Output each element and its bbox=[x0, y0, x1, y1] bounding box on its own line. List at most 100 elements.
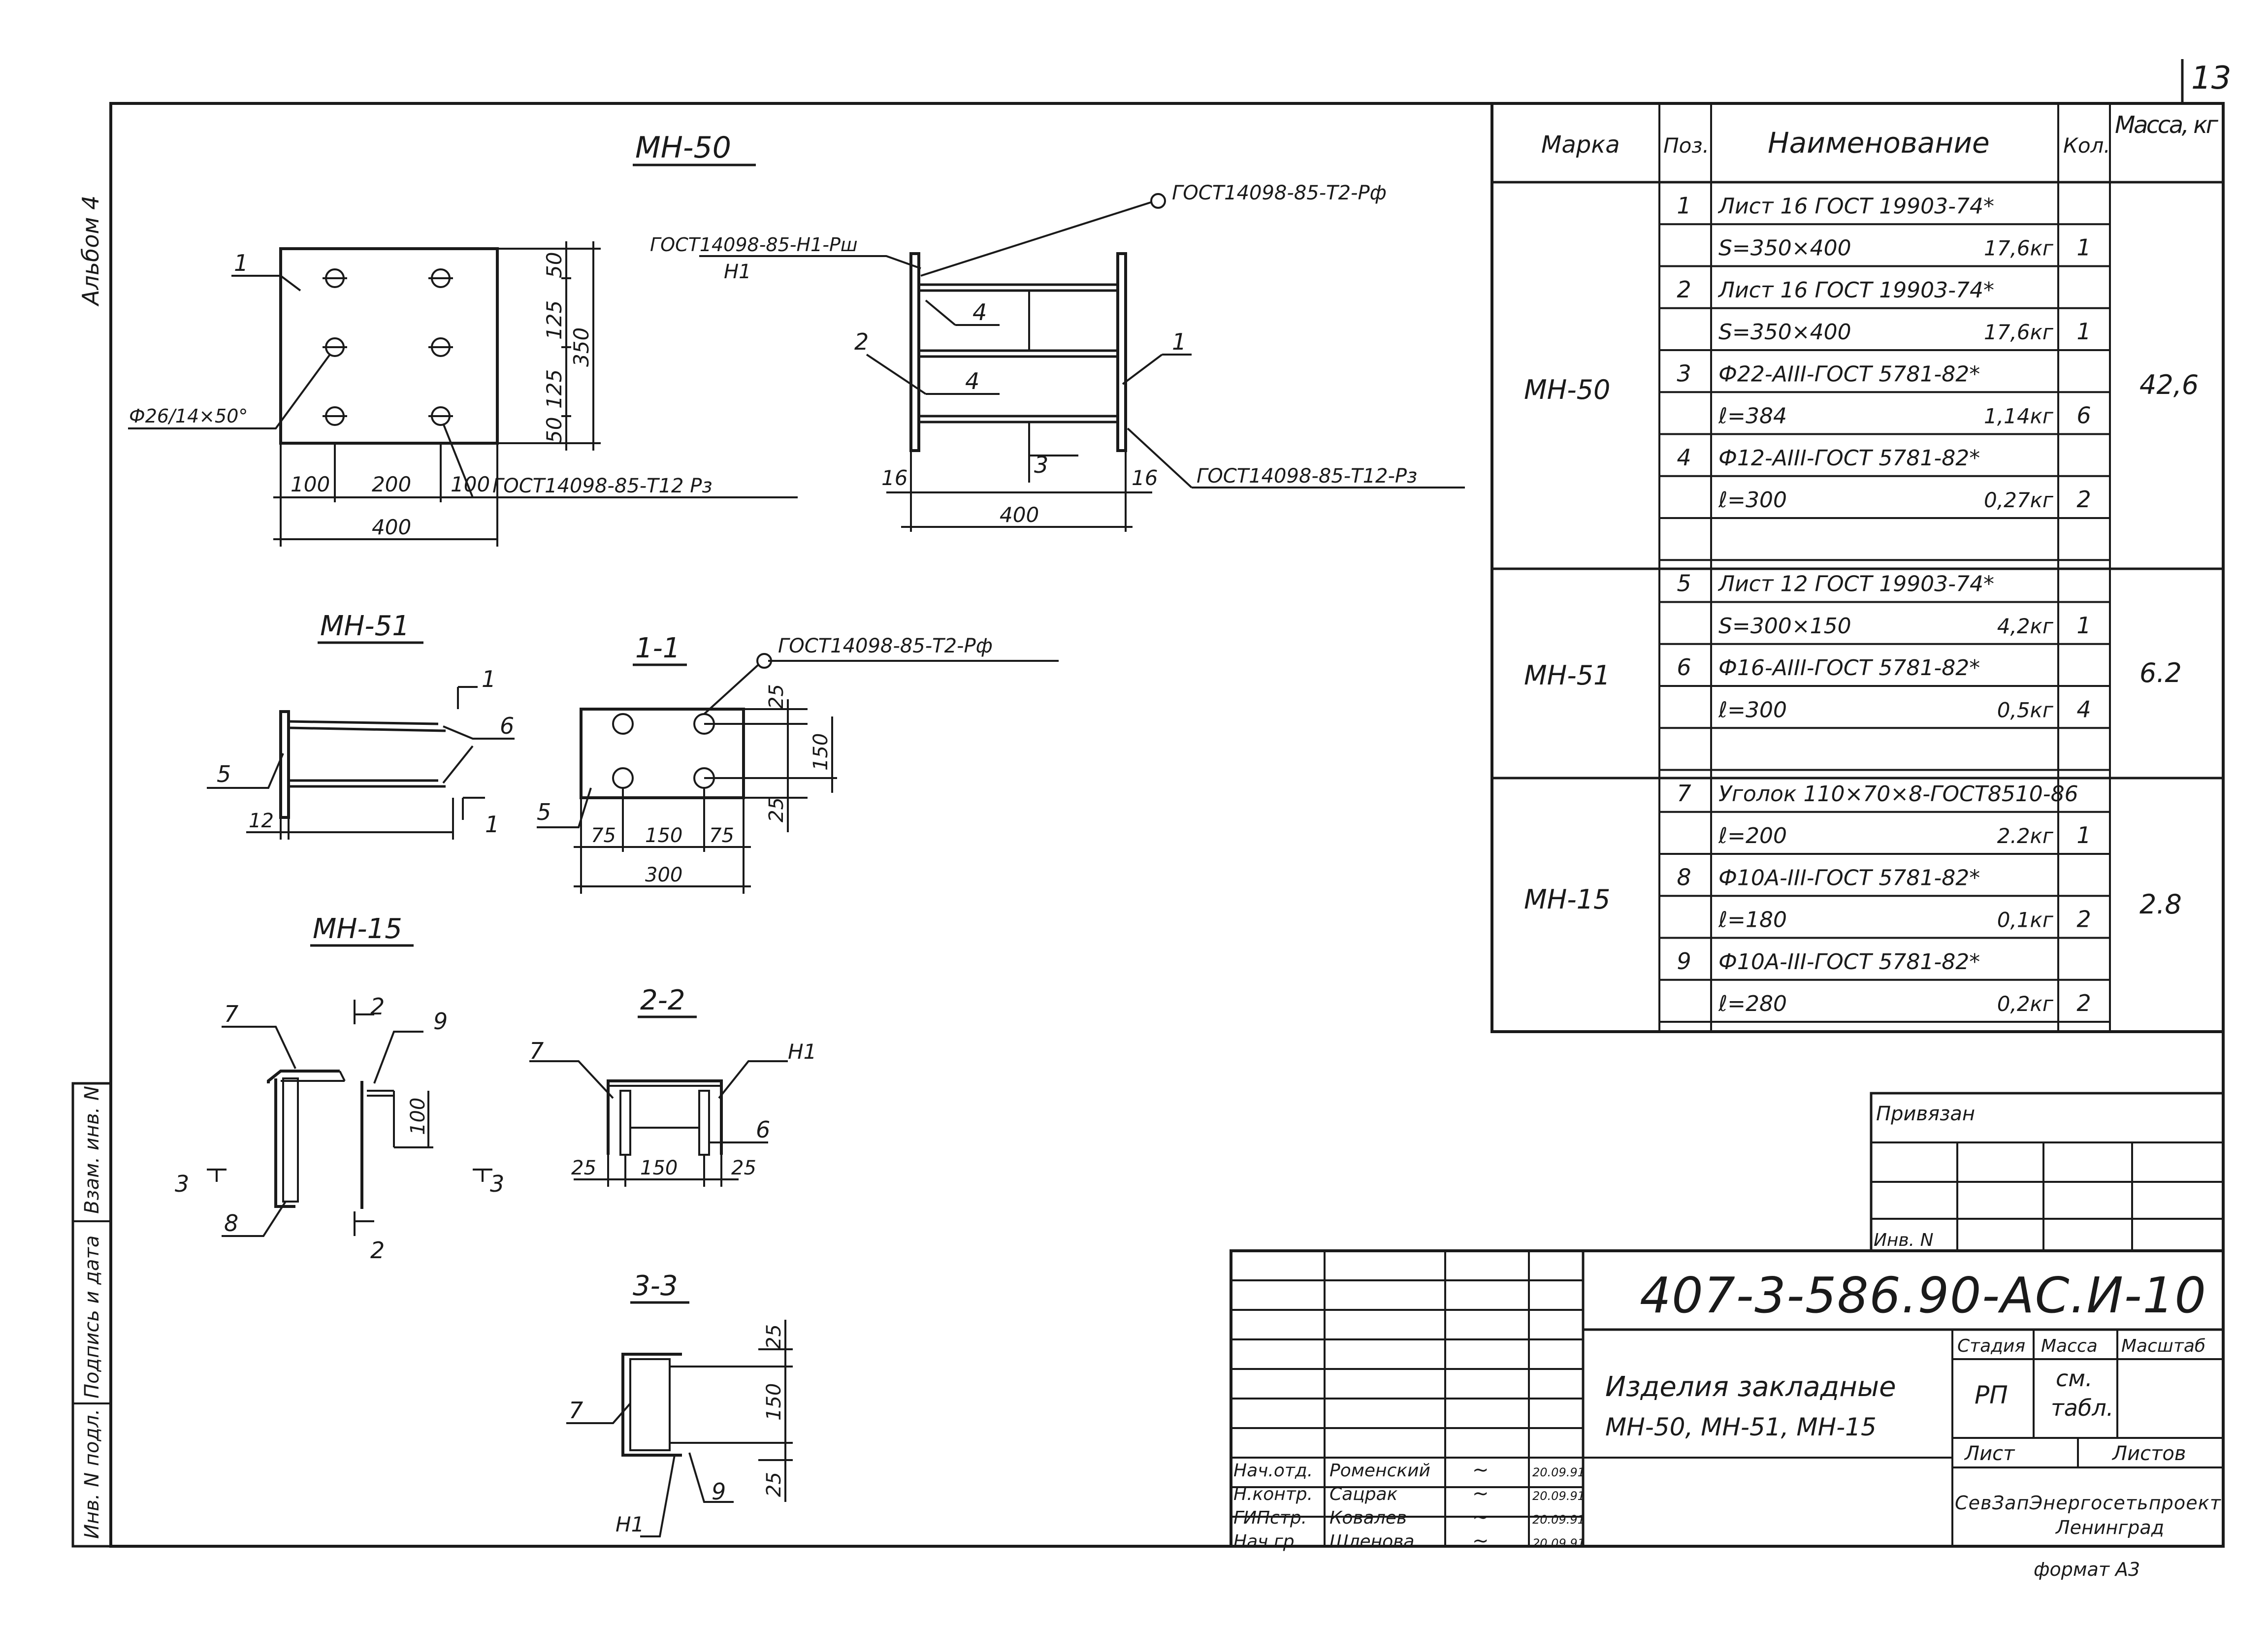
dim-16b: 16 bbox=[1132, 466, 1158, 490]
drawing-name-l2: МН-50, МН-51, МН-15 bbox=[1605, 1413, 1877, 1441]
dim-350: 350 bbox=[569, 327, 593, 367]
page-number: 13 bbox=[2191, 60, 2231, 97]
pos-7c: 7 bbox=[569, 1397, 583, 1424]
org-line-2: Ленинград bbox=[2055, 1517, 2164, 1538]
hdr-poz: Поз. bbox=[1663, 133, 1709, 158]
spec-row-name: ℓ=300 bbox=[1718, 697, 1787, 722]
massa-header: Масса bbox=[2041, 1336, 2098, 1356]
hdr-marka: Марка bbox=[1541, 131, 1620, 159]
spec-row-poz: 7 bbox=[1677, 780, 1691, 807]
view-mn50-side: ГОСТ14098-85-Т2-Рф ГОСТ14098-85-Н1-Рш Н1… bbox=[650, 182, 1465, 532]
inv-n-label: Инв. N bbox=[1874, 1230, 1934, 1250]
pos-9a: 9 bbox=[433, 1008, 448, 1035]
staff-date: 20.09.91 bbox=[1532, 1489, 1585, 1503]
pos-2: 2 bbox=[854, 328, 869, 355]
staff-date: 20.09.91 bbox=[1532, 1513, 1585, 1527]
gost-t12-rz-b: ГОСТ14098-85-Т12-Рз bbox=[1197, 465, 1417, 488]
massa-value-l2: табл. bbox=[2051, 1395, 2113, 1421]
hdr-name: Наименование bbox=[1768, 126, 1990, 160]
pos-6b: 6 bbox=[756, 1116, 770, 1143]
album-label: Альбом 4 bbox=[77, 195, 104, 307]
dim-100b: 100 bbox=[451, 472, 490, 496]
spec-row-mass: 0,27кг bbox=[1984, 488, 2054, 512]
vzam-inv-label: Взам. инв. N bbox=[81, 1086, 103, 1214]
n1-label-side: Н1 bbox=[724, 260, 751, 283]
cut-1b: 1 bbox=[485, 811, 499, 838]
spec-row-name: ℓ=280 bbox=[1718, 991, 1787, 1016]
section-1-1-title: 1-1 bbox=[635, 632, 680, 664]
format-label: формат А3 bbox=[2034, 1559, 2140, 1580]
spec-row-poz: 3 bbox=[1677, 360, 1691, 387]
dim-50b: 50 bbox=[542, 417, 566, 443]
left-strip: Взам. инв. N Подпись и дата Инв. N подл. bbox=[71, 1082, 112, 1548]
spec-row-mass: 0,2кг bbox=[1997, 992, 2054, 1016]
org-line-1: СевЗапЭнергосетьпроект bbox=[1955, 1492, 2222, 1514]
listov-header: Листов bbox=[2111, 1442, 2186, 1465]
spec-row-poz: 5 bbox=[1677, 570, 1691, 597]
dim-50a: 50 bbox=[542, 252, 566, 278]
spec-row-name: ℓ=200 bbox=[1718, 823, 1787, 848]
staff-sign: ~ bbox=[1472, 1506, 1489, 1529]
spec-row-name: ℓ=384 bbox=[1718, 404, 1787, 429]
spec-row-name: ℓ=300 bbox=[1718, 488, 1787, 513]
staff-role: Нач.гр. bbox=[1233, 1531, 1300, 1552]
group-marka-mn51: МН-51 bbox=[1524, 660, 1610, 691]
staff-name: Сацрак bbox=[1329, 1484, 1398, 1504]
spec-row-name: Ф16-АIII-ГОСТ 5781-82* bbox=[1718, 655, 1980, 681]
spec-row-name: Лист 16 ГОСТ 19903-74* bbox=[1717, 278, 1994, 303]
view-mn51: МН-51 1 1 6 5 12 bbox=[207, 610, 515, 840]
spec-row-name: S=350×400 bbox=[1718, 236, 1851, 261]
spec-row-name: Ф12-АIII-ГОСТ 5781-82* bbox=[1718, 446, 1980, 471]
view-title-mn15: МН-15 bbox=[313, 913, 402, 945]
privyazan-label: Привязан bbox=[1876, 1103, 1975, 1125]
staff-role: ГИПстр. bbox=[1233, 1508, 1307, 1528]
dim-125b: 125 bbox=[542, 369, 566, 409]
gost-t2-rf-b: ГОСТ14098-85-Т2-Рф bbox=[778, 635, 993, 657]
view-section-2-2: 2-2 7 Н1 6 25 150 25 bbox=[529, 984, 816, 1187]
pos-1-mn50: 1 bbox=[234, 250, 248, 276]
staff-name: Ковалев bbox=[1329, 1508, 1407, 1528]
staff-sign: ~ bbox=[1472, 1459, 1489, 1481]
spec-row-mass: 17,6кг bbox=[1984, 236, 2054, 260]
podpis-data-label: Подпись и дата bbox=[81, 1236, 103, 1399]
staff-date: 20.09.91 bbox=[1532, 1536, 1585, 1550]
spec-row-name: S=300×150 bbox=[1718, 614, 1851, 639]
pos-9b: 9 bbox=[712, 1478, 726, 1505]
n1-label-33: Н1 bbox=[616, 1512, 644, 1536]
spec-row-kol: 2 bbox=[2076, 990, 2091, 1016]
spec-row-poz: 6 bbox=[1677, 654, 1691, 681]
dim-25e: 25 bbox=[763, 1324, 785, 1349]
view-section-3-3: 3-3 25 150 25 7 9 Н1 bbox=[566, 1270, 793, 1537]
pos-4b: 4 bbox=[965, 368, 979, 394]
masshtab-header: Масштаб bbox=[2121, 1336, 2205, 1356]
dim-200: 200 bbox=[372, 472, 411, 496]
spec-row-kol: 2 bbox=[2076, 486, 2091, 513]
spec-row-kol: 4 bbox=[2076, 696, 2091, 722]
spec-row-poz: 2 bbox=[1677, 276, 1691, 303]
spec-row-mass: 0,5кг bbox=[1997, 698, 2054, 722]
spec-row-name: Лист 12 ГОСТ 19903-74* bbox=[1717, 572, 1994, 597]
spec-row-name: S=350×400 bbox=[1718, 320, 1851, 345]
list-header: Лист bbox=[1964, 1442, 2015, 1465]
spec-row-mass: 1,14кг bbox=[1984, 404, 2054, 428]
dim-25b: 25 bbox=[765, 797, 788, 822]
staff-date: 20.09.91 bbox=[1532, 1465, 1585, 1479]
spec-row-name: ℓ=180 bbox=[1718, 908, 1787, 933]
cut-3b: 3 bbox=[490, 1171, 504, 1197]
cut-3a: 3 bbox=[175, 1171, 189, 1197]
pos-5a: 5 bbox=[217, 761, 231, 787]
spec-row-poz: 9 bbox=[1677, 948, 1691, 975]
group-marka-mn50: МН-50 bbox=[1524, 374, 1610, 405]
spec-row-kol: 1 bbox=[2076, 318, 2091, 345]
staff-name: Шленова bbox=[1329, 1531, 1415, 1552]
section-2-2-title: 2-2 bbox=[640, 984, 685, 1016]
pos-5b: 5 bbox=[537, 799, 551, 825]
pos-6a: 6 bbox=[500, 713, 514, 739]
staff-sign: ~ bbox=[1472, 1482, 1489, 1505]
dim-150c: 150 bbox=[640, 1157, 678, 1179]
dim-400b: 400 bbox=[1000, 503, 1039, 527]
hdr-kol: Кол. bbox=[2063, 133, 2110, 158]
spec-row-mass: 17,6кг bbox=[1984, 320, 2054, 344]
view-mn15: МН-15 2 2 3 3 7 9 8 100 bbox=[175, 913, 504, 1264]
